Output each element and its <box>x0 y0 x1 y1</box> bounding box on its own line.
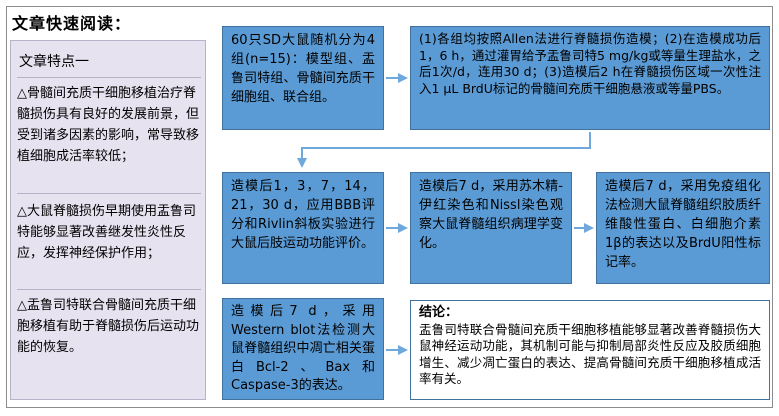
sidebar-item-1: △骨髓间充质干细胞移植治疗脊髓损伤具有良好的发展前景，但受到诸多因素的影响，常导… <box>17 86 200 164</box>
conclusion-text: 盂鲁司特联合骨髓间充质干细胞移植能够显著改善脊髓损伤大鼠神经运动功能，其机制可能… <box>419 321 761 387</box>
western-blot-box: 造模后7 d，采用Western blot法检测大鼠脊髓组织中凋亡相关蛋白Bcl… <box>222 298 384 400</box>
sidebar-divider <box>17 289 201 290</box>
sidebar-item-2: △大鼠脊髓损伤早期使用盂鲁司特能够显著改善继发性炎性反应，发挥神经保护作用； <box>17 204 196 261</box>
conclusion-title: 结论： <box>419 305 459 320</box>
ihc-box: 造模后7 d，采用免疫组化法检测大鼠脊髓组织胶质纤维酸性蛋白、白细胞介素1β的表… <box>596 172 770 284</box>
page-title: 文章快速阅读： <box>12 14 132 33</box>
sidebar-title: 文章特点一 <box>19 54 89 70</box>
bbb-box: 造模后1，3，7，14，21，30 d，应用BBB评分和Rivlin斜板实验进行… <box>222 172 384 284</box>
sidebar-item-3: △盂鲁司特联合骨髓间充质干细胞移植有助于脊髓损伤后运动功能的恢复。 <box>17 298 200 355</box>
he-staining-box: 造模后7 d，采用苏木精-伊红染色和Nissl染色观察大鼠脊髓组织病理学变化。 <box>410 172 572 284</box>
conclusion-box: 结论： 盂鲁司特联合骨髓间充质干细胞移植能够显著改善脊髓损伤大鼠神经运动功能，其… <box>410 300 770 400</box>
sidebar-divider <box>17 193 201 194</box>
groups-box: 60只SD大鼠随机分为4组(n=15)：模型组、盂鲁司特组、骨髓间充质干细胞组、… <box>222 26 384 130</box>
procedure-box: (1)各组均按照Allen法进行脊髓损伤造模；(2)在造模成功后1，6 h，通过… <box>410 26 770 130</box>
sidebar-divider <box>17 77 201 78</box>
features-sidebar: 文章特点一 △骨髓间充质干细胞移植治疗脊髓损伤具有良好的发展前景，但受到诸多因素… <box>10 40 206 400</box>
